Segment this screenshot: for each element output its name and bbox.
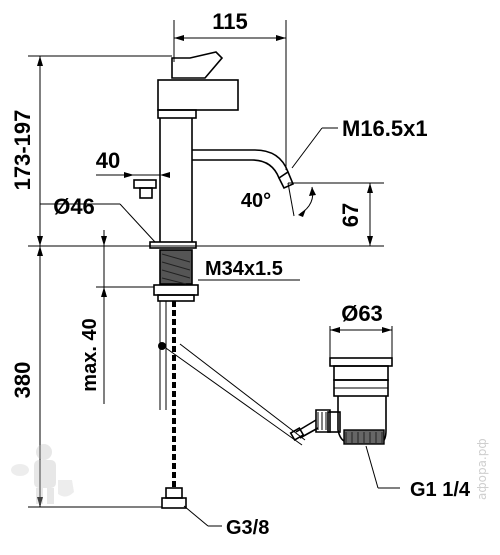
dimension-hose-thread: G3/8 [183, 505, 269, 539]
dimension-height-range: 173-197 [10, 55, 210, 247]
dimension-outlet-thread: M16.5x1 [291, 116, 428, 169]
outlet-thread-label: M16.5x1 [342, 116, 428, 141]
faucet-body [133, 51, 239, 249]
dimension-outlet-height: 67 [210, 182, 384, 247]
hose-length-label: 380 [10, 362, 35, 399]
mounting-shank: M34x1.5 [153, 249, 300, 302]
waste-valve [289, 357, 393, 445]
supply-hoses [158, 301, 306, 509]
mount-thread-label: M34x1.5 [205, 258, 283, 280]
dimension-body-diameter: Ø46 [40, 194, 156, 243]
body-diameter-label: Ø46 [53, 194, 95, 219]
waste-diameter-label: Ø63 [341, 301, 383, 326]
dimension-waste-diameter: Ø63 [329, 301, 393, 358]
dimension-spout-reach: 115 [173, 9, 287, 170]
waste-thread-label: G1 1/4 [410, 479, 471, 501]
height-range-label: 173-197 [10, 110, 35, 191]
hose-thread-label: G3/8 [226, 517, 269, 539]
dimension-hose-length: 380 [10, 246, 162, 508]
spout-reach-label: 115 [212, 9, 248, 34]
plumber-mascot-icon [11, 444, 74, 504]
dimension-spout-angle: 40° [241, 182, 322, 217]
dimension-lever-offset: 40 [96, 148, 170, 178]
lever-offset-label: 40 [96, 148, 120, 173]
dimension-waste-thread: G1 1/4 [365, 445, 471, 501]
max-deck-thickness-label: max. 40 [79, 318, 101, 391]
dimension-max-deck-thickness: max. 40 [79, 230, 154, 404]
spout [192, 149, 295, 190]
spout-angle-label: 40° [241, 190, 271, 212]
outlet-height-label: 67 [338, 203, 363, 227]
watermark-text: афора.рф [475, 438, 489, 500]
